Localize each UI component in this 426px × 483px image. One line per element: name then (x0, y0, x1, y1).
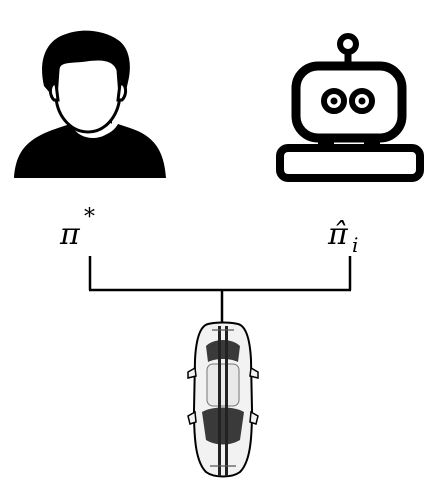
robot-icon (276, 33, 424, 182)
label-pi-hat-base: π̂ (327, 217, 349, 252)
label-pi-star-mark: * (84, 205, 95, 230)
label-pi-hat-i: π̂ i (327, 217, 358, 257)
label-pi-subscript: i (352, 233, 358, 257)
label-pi-star: π * (59, 205, 95, 252)
human-silhouette-icon (14, 30, 166, 178)
race-car-icon (187, 321, 259, 478)
connector-lines (88, 256, 352, 324)
label-pi-base: π (59, 217, 81, 252)
